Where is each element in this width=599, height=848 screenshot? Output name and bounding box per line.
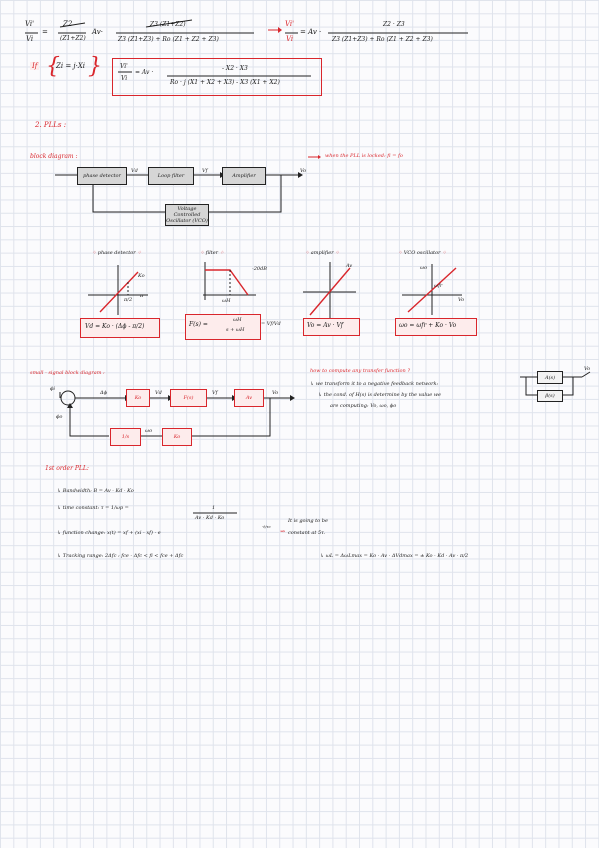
a-block: A(s) xyxy=(537,371,563,384)
filter-formula-num: ωH xyxy=(233,317,242,323)
eq2-brace-text: Zi = j·Xi xyxy=(56,62,86,70)
eq2-num: - X2 · X3 xyxy=(222,65,248,72)
pd-axis-x2: π xyxy=(140,293,144,299)
eq1-lhs-den: Vi xyxy=(26,35,34,43)
ss-vd-label: Vd xyxy=(155,390,162,396)
vo-label: Vo xyxy=(300,168,307,174)
filter-formula-lhs: F(s) = xyxy=(189,321,208,328)
vco-axis-x: Vo xyxy=(458,297,465,303)
vco-title: ⁘ VCO oscillator ⁘ xyxy=(398,250,447,256)
ss-vf-label: Vf xyxy=(212,390,218,396)
fs-block: F(s) xyxy=(170,389,207,407)
phase-detector-title: ⁘ phase detector ⁘ xyxy=(92,250,142,256)
eq2-den: Ro · j (X1 + X2 + X3) - X3 (X1 + X2) xyxy=(170,79,280,86)
section-title: 2. PLLs : xyxy=(35,121,67,129)
inv-s-block: 1/s xyxy=(110,428,141,446)
eq2-av: = Av · xyxy=(135,69,154,76)
vco-formula-box xyxy=(395,318,477,336)
fo-fc-note1: It is going to be xyxy=(288,518,328,524)
eq1-av: Av· xyxy=(92,28,103,36)
vco-block: Voltage Controlled Oscillator (VCO) xyxy=(165,204,209,226)
fo-time-constant: ↳ time constant: τ = 1/ωp = xyxy=(57,505,129,511)
transfer-line3: are computing: Vo, ωo, ϕo xyxy=(330,403,397,409)
filter-formula-den: s + ωH xyxy=(226,327,245,333)
fo-bandwidth: ↳ Bandwidth: B = Av · Kd · Ko xyxy=(57,488,134,494)
filter-axis-x: ωH xyxy=(222,298,231,304)
vco-axis-c: ωfr xyxy=(434,283,443,289)
transfer-question: how to compute any transfer function ? xyxy=(310,368,411,374)
eq1-lhs2-den: Vi xyxy=(286,35,294,43)
transfer-line2: ↳ the cond. of H(s) is determine by the … xyxy=(318,392,442,398)
dphi-label: Δϕ xyxy=(100,390,108,396)
locked-note: when the PLL is locked: fi = fo xyxy=(325,153,403,159)
eq2-lhs-num: Vi' xyxy=(120,63,128,70)
av-block: Av xyxy=(234,389,264,407)
loop-filter-block: Loop filter xyxy=(148,167,194,185)
amplifier-title: ⁘ amplifier ⁘ xyxy=(305,250,340,256)
eq1-f2-den: Z3 (Z1+Z3) + Ro (Z1 + Z2 + Z3) xyxy=(118,36,219,43)
eq2-brace-right: } xyxy=(88,54,102,79)
eq1-f2-num: Z3 (Z1+Z2) xyxy=(150,21,186,28)
fo-tc-num: 1 xyxy=(212,505,216,511)
eq1-f1-num: Z2 xyxy=(63,20,73,28)
vco-formula: ωo = ωfr + Ko · Vo xyxy=(399,322,457,329)
amplifier-block: Amplifier xyxy=(222,167,266,185)
eq1-lhs2-num: Vi' xyxy=(285,20,295,28)
eq1-f3-den: Z3 (Z1+Z3) + Ro (Z1 + Z2 + Z3) xyxy=(332,36,433,43)
small-signal-label: small - signal block diagram : xyxy=(30,370,105,376)
fo-tracking-rhs: ↳ ωL = ΔωLmax = Ko · Av · ΔVdmax = ± Ko … xyxy=(320,553,469,559)
pd-formula-box xyxy=(80,318,160,338)
pd-formula: Vd = Ko · (Δϕ - π/2) xyxy=(85,323,145,330)
amp-formula-box xyxy=(303,318,360,336)
vco-axis-k: ωo xyxy=(420,265,428,271)
eq1-lhs-num: Vi' xyxy=(25,20,35,28)
filter-axis-db: -20dB xyxy=(252,266,267,272)
fo-function-change: ↳ function change: x(t) = xf + (xi - xf)… xyxy=(57,530,161,536)
ss-vo-label: Vo xyxy=(272,390,279,396)
pd-axis-k: Ko xyxy=(138,273,145,279)
filter-title: ⁘ filter ⁘ xyxy=(200,250,224,256)
transfer-out: Vo xyxy=(584,366,591,372)
amp-axis-k: Av xyxy=(346,263,353,269)
eq2-brace-left: { xyxy=(46,54,60,79)
ko2-block: Ko xyxy=(162,428,192,446)
b-block: β(s) xyxy=(537,390,563,402)
amp-formula: Vo = Av · Vf xyxy=(307,322,343,329)
eq1-av2: = Av · xyxy=(300,28,322,36)
first-order-label: 1st order PLL: xyxy=(45,465,89,472)
ko-block: Ko xyxy=(126,389,150,407)
phi-i-label: ϕi xyxy=(50,386,56,392)
transfer-line1: ↳ we transform it to a negative feedback… xyxy=(310,381,439,387)
vd-label: Vd xyxy=(131,168,138,174)
phase-detector-block: phase detector xyxy=(77,167,127,185)
phi-o-label: ϕo xyxy=(56,414,63,420)
fo-tracking-range: ↳ Tracking range: 2Δfc : fce - Δfc < fi … xyxy=(57,553,184,559)
pd-axis-x: π/2 xyxy=(124,297,133,303)
eq1-f3-num: Z2 · Z3 xyxy=(383,21,405,28)
filter-formula-box xyxy=(185,314,261,340)
eq1-equals: = xyxy=(42,28,48,36)
fo-tc-den: Av · Kd · Ko xyxy=(195,515,225,521)
fo-fc-note2: constant at 5τ. xyxy=(288,530,326,536)
eq1-f1-den: (Z1+Z2) xyxy=(60,35,86,42)
vf-label: Vf xyxy=(202,168,208,174)
fo-fc-exp: -t/τc xyxy=(262,524,271,529)
eq2-tag: If xyxy=(30,62,40,70)
filter-formula-rhs: = Vf/Vd xyxy=(261,321,281,327)
ss-wo-label: ωo xyxy=(145,428,153,434)
fo-fc-arrow: ⇝ xyxy=(280,528,286,535)
eq2-lhs-den: Vi xyxy=(121,75,128,82)
eq2-result-box xyxy=(112,58,322,96)
block-diagram-label: block diagram : xyxy=(30,153,78,160)
